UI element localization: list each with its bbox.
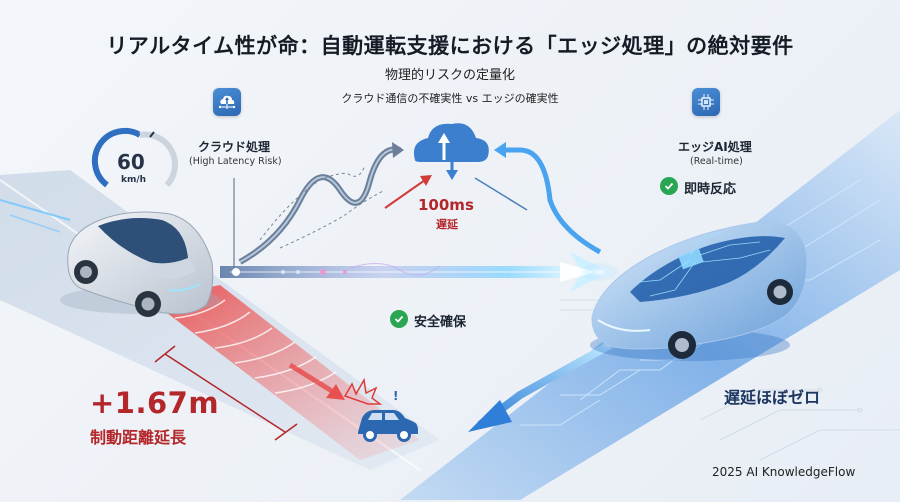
- speed-unit: km/h: [121, 175, 147, 185]
- page-subtitle: 物理的リスクの定量化: [384, 68, 515, 83]
- footer-credit: 2025 AI KnowledgeFlow: [712, 465, 856, 479]
- cloud-processing-label: クラウド処理: [198, 140, 271, 154]
- check-circle-icon: [660, 177, 678, 195]
- edge-latency-label: 遅延ほぼゼロ: [724, 388, 821, 407]
- ai-chip-icon: [692, 88, 720, 116]
- speed-value: 60: [117, 150, 145, 174]
- cloud-server-icon: [413, 123, 489, 180]
- cloud-latency-value: 100ms: [418, 196, 474, 214]
- svg-text:!: !: [393, 389, 398, 403]
- page-tagline: クラウド通信の不確実性 vs エッジの確実性: [341, 92, 559, 105]
- edge-status-text: 即時反応: [684, 182, 737, 197]
- cloud-latency-label: 遅延: [436, 218, 458, 231]
- edge-processing-label: エッジAI処理: [678, 140, 752, 154]
- check-circle-icon: [390, 310, 408, 328]
- collision-car-icon: !: [343, 377, 418, 442]
- safety-status-text: 安全確保: [414, 315, 467, 330]
- edge-processing-sublabel: (Real-time): [690, 156, 743, 167]
- cloud-upload-icon: [213, 88, 241, 116]
- conventional-car-illustration: [60, 211, 220, 317]
- braking-distance-label: 制動距離延長: [90, 428, 187, 447]
- speedometer-gauge-icon: [91, 127, 179, 188]
- cloud-processing-sublabel: (High Latency Risk): [189, 156, 282, 167]
- braking-distance-value: +1.67m: [90, 386, 220, 420]
- edge-ai-car-illustration: [590, 221, 808, 361]
- page-title: リアルタイム性が命：自動運転支援における「エッジ処理」の絶対要件: [106, 34, 794, 58]
